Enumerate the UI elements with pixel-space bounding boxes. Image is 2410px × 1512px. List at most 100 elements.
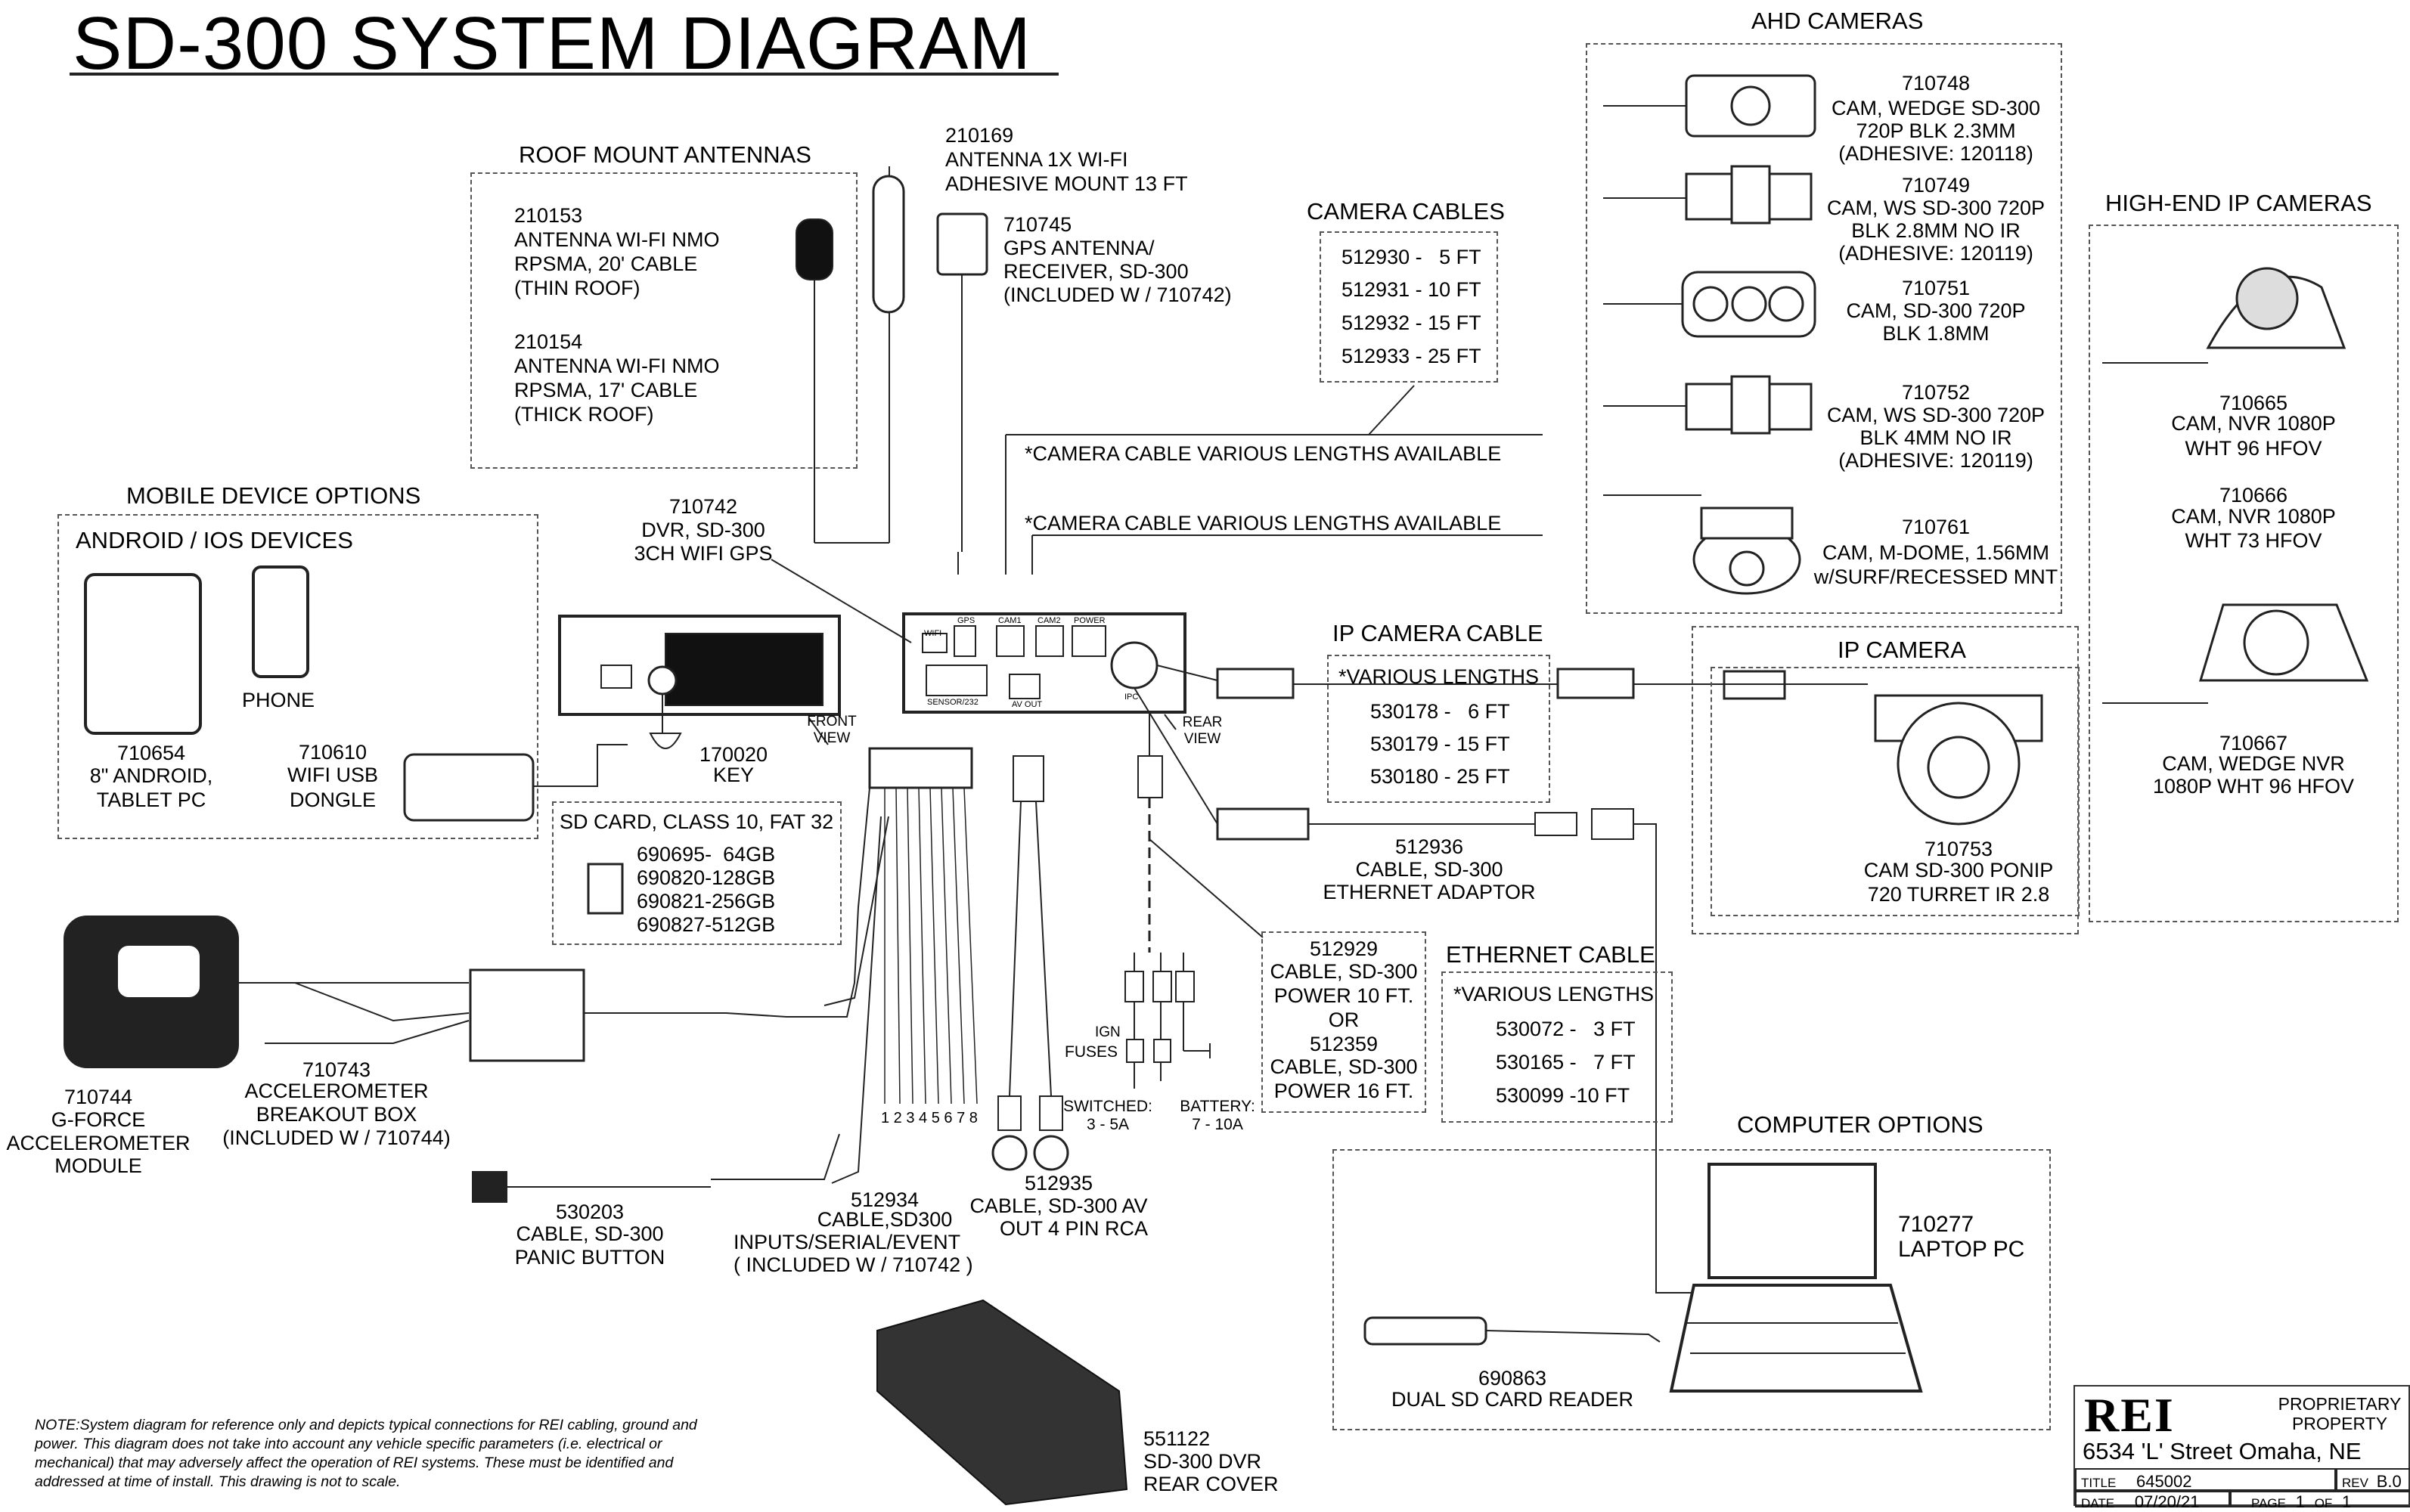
av-cable-desc-2: OUT 4 PIN RCA xyxy=(999,1217,1149,1240)
gps-antenna-graphic xyxy=(938,214,987,552)
tablet-desc-1: 8" ANDROID, xyxy=(89,764,213,787)
camera-cables-header: CAMERA CABLES xyxy=(1307,198,1505,225)
antenna-210154-desc-2: RPSMA, 17' CABLE xyxy=(514,379,698,401)
cam-710748-desc-3: (ADHESIVE: 120118) xyxy=(1838,142,2033,165)
dvr-part: 710742 xyxy=(668,495,738,518)
wifi-antenna-desc-2: ADHESIVE MOUNT 13 FT xyxy=(945,172,1188,195)
front-view-label-2: VIEW xyxy=(813,730,851,746)
sd-card-row-1: 690695- 64GB xyxy=(637,843,776,866)
cam-710761-part: 710761 xyxy=(1901,516,1971,538)
camera-cables-box xyxy=(1320,231,1498,383)
cam-710749-desc-3: (ADHESIVE: 120119) xyxy=(1838,242,2033,265)
ethernet-cable-header: ETHERNET CABLE xyxy=(1446,941,1655,968)
cam-710751-part: 710751 xyxy=(1901,277,1971,299)
antenna-210153-desc-1: ANTENNA WI-FI NMO xyxy=(514,228,720,251)
cam-710761-desc-1: CAM, M-DOME, 1.56MM xyxy=(1822,541,2050,564)
inputs-cable-desc-2: INPUTS/SERIAL/EVENT xyxy=(734,1231,961,1253)
cam-710665-desc-1: CAM, NVR 1080P xyxy=(2171,412,2336,435)
rei-logo: REI xyxy=(2084,1388,2175,1442)
ip-cable-row-1: *VARIOUS LENGTHS xyxy=(1338,665,1540,688)
rear-view-label-1: REAR xyxy=(1182,714,1223,730)
page-value: 1 xyxy=(2295,1492,2305,1511)
inputs-cable-desc-1: CABLE,SD300 xyxy=(817,1208,953,1231)
power-cable-line-3: POWER 10 FT. xyxy=(1273,984,1414,1007)
power-cable-box xyxy=(1261,931,1426,1113)
eth-cable-row-3: 530165 - 7 FT xyxy=(1496,1051,1636,1074)
camera-cable-row-2: 512931 - 10 FT xyxy=(1341,278,1481,301)
power-cable-line-7: POWER 16 FT. xyxy=(1273,1080,1414,1102)
cam-710666-desc-1: CAM, NVR 1080P xyxy=(2171,505,2336,528)
sd-card-header: SD CARD, CLASS 10, FAT 32 xyxy=(560,810,834,833)
camera-cable-row-3: 512932 - 15 FT xyxy=(1341,311,1481,334)
diagram-title: SD-300 SYSTEM DIAGRAM xyxy=(73,2,1032,85)
inputs-cable-part: 512934 xyxy=(850,1188,920,1211)
camera-cable-row-1: 512930 - 5 FT xyxy=(1341,246,1481,268)
av-cable-part: 512935 xyxy=(1024,1172,1093,1194)
antenna-210154-desc-3: (THICK ROOF) xyxy=(514,403,654,426)
antenna-210153-desc-3: (THIN ROOF) xyxy=(514,277,640,299)
computer-options-box xyxy=(1332,1149,2051,1430)
eth-cable-row-1: *VARIOUS LENGTHS xyxy=(1453,983,1655,1005)
page-label: PAGE xyxy=(2251,1496,2286,1510)
ahd-cameras-box xyxy=(1586,43,2062,614)
cam-710665-part: 710665 xyxy=(2219,392,2288,414)
antenna-210154-desc-1: ANTENNA WI-FI NMO xyxy=(514,355,720,377)
accel-box-desc-1: ACCELEROMETER xyxy=(244,1080,429,1102)
power-cable-line-6: CABLE, SD-300 xyxy=(1270,1055,1418,1078)
sd-card-row-2: 690820-128GB xyxy=(637,866,776,889)
title-cell: TITLE 645002 xyxy=(2075,1468,2336,1491)
date-label: DATE xyxy=(2081,1496,2115,1510)
mobile-box xyxy=(57,514,538,839)
eth-adaptor-desc-2: ETHERNET ADAPTOR xyxy=(1323,881,1536,903)
ip-cable-row-2: 530178 - 6 FT xyxy=(1370,700,1510,723)
gps-antenna-desc-3: (INCLUDED W / 710742) xyxy=(1003,284,1232,306)
computer-options-header: COMPUTER OPTIONS xyxy=(1737,1111,1984,1138)
page-cell: PAGE 1 OF 1 xyxy=(2230,1491,2410,1511)
fuse-switched-2: 3 - 5A xyxy=(1086,1116,1130,1133)
camera-cable-note-1: *CAMERA CABLE VARIOUS LENGTHS AVAILABLE xyxy=(1025,442,1502,465)
rear-cover-desc-1: SD-300 DVR xyxy=(1143,1450,1262,1473)
fuse-battery-1: BATTERY: xyxy=(1180,1098,1255,1115)
rear-cover-part: 551122 xyxy=(1143,1427,1211,1450)
sd-card-row-3: 690821-256GB xyxy=(637,890,776,912)
cam-710666-desc-2: WHT 73 HFOV xyxy=(2185,529,2322,552)
cam-710753-part: 710753 xyxy=(1924,838,1993,860)
dvr-front-graphic xyxy=(560,616,839,714)
dvr-port-cam1: CAM1 xyxy=(998,616,1022,625)
dvr-desc-2: 3CH WIFI GPS xyxy=(634,542,773,565)
panic-part: 530203 xyxy=(555,1201,625,1223)
cam-710753-desc-2: 720 TURRET IR 2.8 xyxy=(1867,883,2050,906)
cam-710667-part: 710667 xyxy=(2219,732,2288,754)
antenna-210153-part: 210153 xyxy=(514,204,583,227)
of-label: OF xyxy=(2314,1496,2333,1510)
ethernet-cable-box xyxy=(1441,971,1673,1123)
ip-camera-cable-header: IP CAMERA CABLE xyxy=(1332,620,1543,646)
sd-card-box xyxy=(552,801,842,945)
ip-cable-row-3: 530179 - 15 FT xyxy=(1370,733,1510,755)
inputs-cable-desc-3: ( INCLUDED W / 710742 ) xyxy=(734,1253,973,1276)
ahd-cameras-header: AHD CAMERAS xyxy=(1751,8,1924,34)
highend-ip-box xyxy=(2089,225,2399,922)
rear-view-label-2: VIEW xyxy=(1183,731,1221,747)
mobile-subheader: ANDROID / IOS DEVICES xyxy=(76,527,353,553)
cam-710666-part: 710666 xyxy=(2219,484,2288,507)
power-cable-line-5: 512359 xyxy=(1309,1033,1379,1055)
camera-cable-row-4: 512933 - 25 FT xyxy=(1341,345,1481,367)
title-label: TITLE xyxy=(2081,1476,2117,1490)
fuses-label: FUSES xyxy=(1065,1043,1118,1061)
panic-desc-2: PANIC BUTTON xyxy=(514,1246,665,1269)
title-value: 645002 xyxy=(2136,1472,2192,1491)
wire-numbers: 1 2 3 4 5 6 7 8 xyxy=(881,1110,978,1126)
camera-cable-note-2: *CAMERA CABLE VARIOUS LENGTHS AVAILABLE xyxy=(1025,512,1502,534)
gforce-desc-3: MODULE xyxy=(54,1154,142,1177)
sd-card-row-4: 690827-512GB xyxy=(637,913,776,936)
highend-ip-header: HIGH-END IP CAMERAS xyxy=(2105,190,2372,216)
ip-camera-header: IP CAMERA xyxy=(1838,637,1966,663)
cam-710665-desc-2: WHT 96 HFOV xyxy=(2185,437,2322,460)
power-cable-line-1: 512929 xyxy=(1309,937,1379,960)
cam-710752-desc-3: (ADHESIVE: 120119) xyxy=(1838,449,2033,472)
cam-710751-desc-1: CAM, SD-300 720P xyxy=(1846,299,2026,322)
wifi-antenna-desc-1: ANTENNA 1X WI-FI xyxy=(945,148,1128,171)
cam-710748-desc-1: CAM, WEDGE SD-300 xyxy=(1831,97,2041,119)
